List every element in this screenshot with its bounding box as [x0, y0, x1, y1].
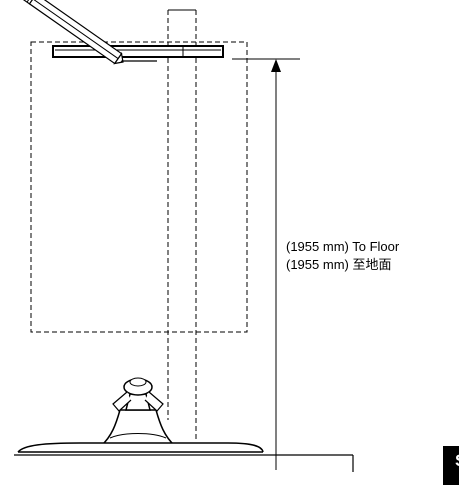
- mount-bar: [52, 45, 224, 58]
- mirror-outline: [30, 41, 248, 333]
- pipe-outline: [167, 9, 197, 440]
- faucet-icon: [99, 377, 177, 447]
- page-tab: S: [443, 446, 459, 485]
- sink-basin: [14, 442, 354, 472]
- pencil-icon: [22, 0, 124, 65]
- dimension-label-en: (1955 mm) To Floor: [286, 239, 400, 254]
- dimension-label-zh: (1955 mm) 至地面: [286, 257, 392, 272]
- dimension-arrow: [232, 58, 300, 470]
